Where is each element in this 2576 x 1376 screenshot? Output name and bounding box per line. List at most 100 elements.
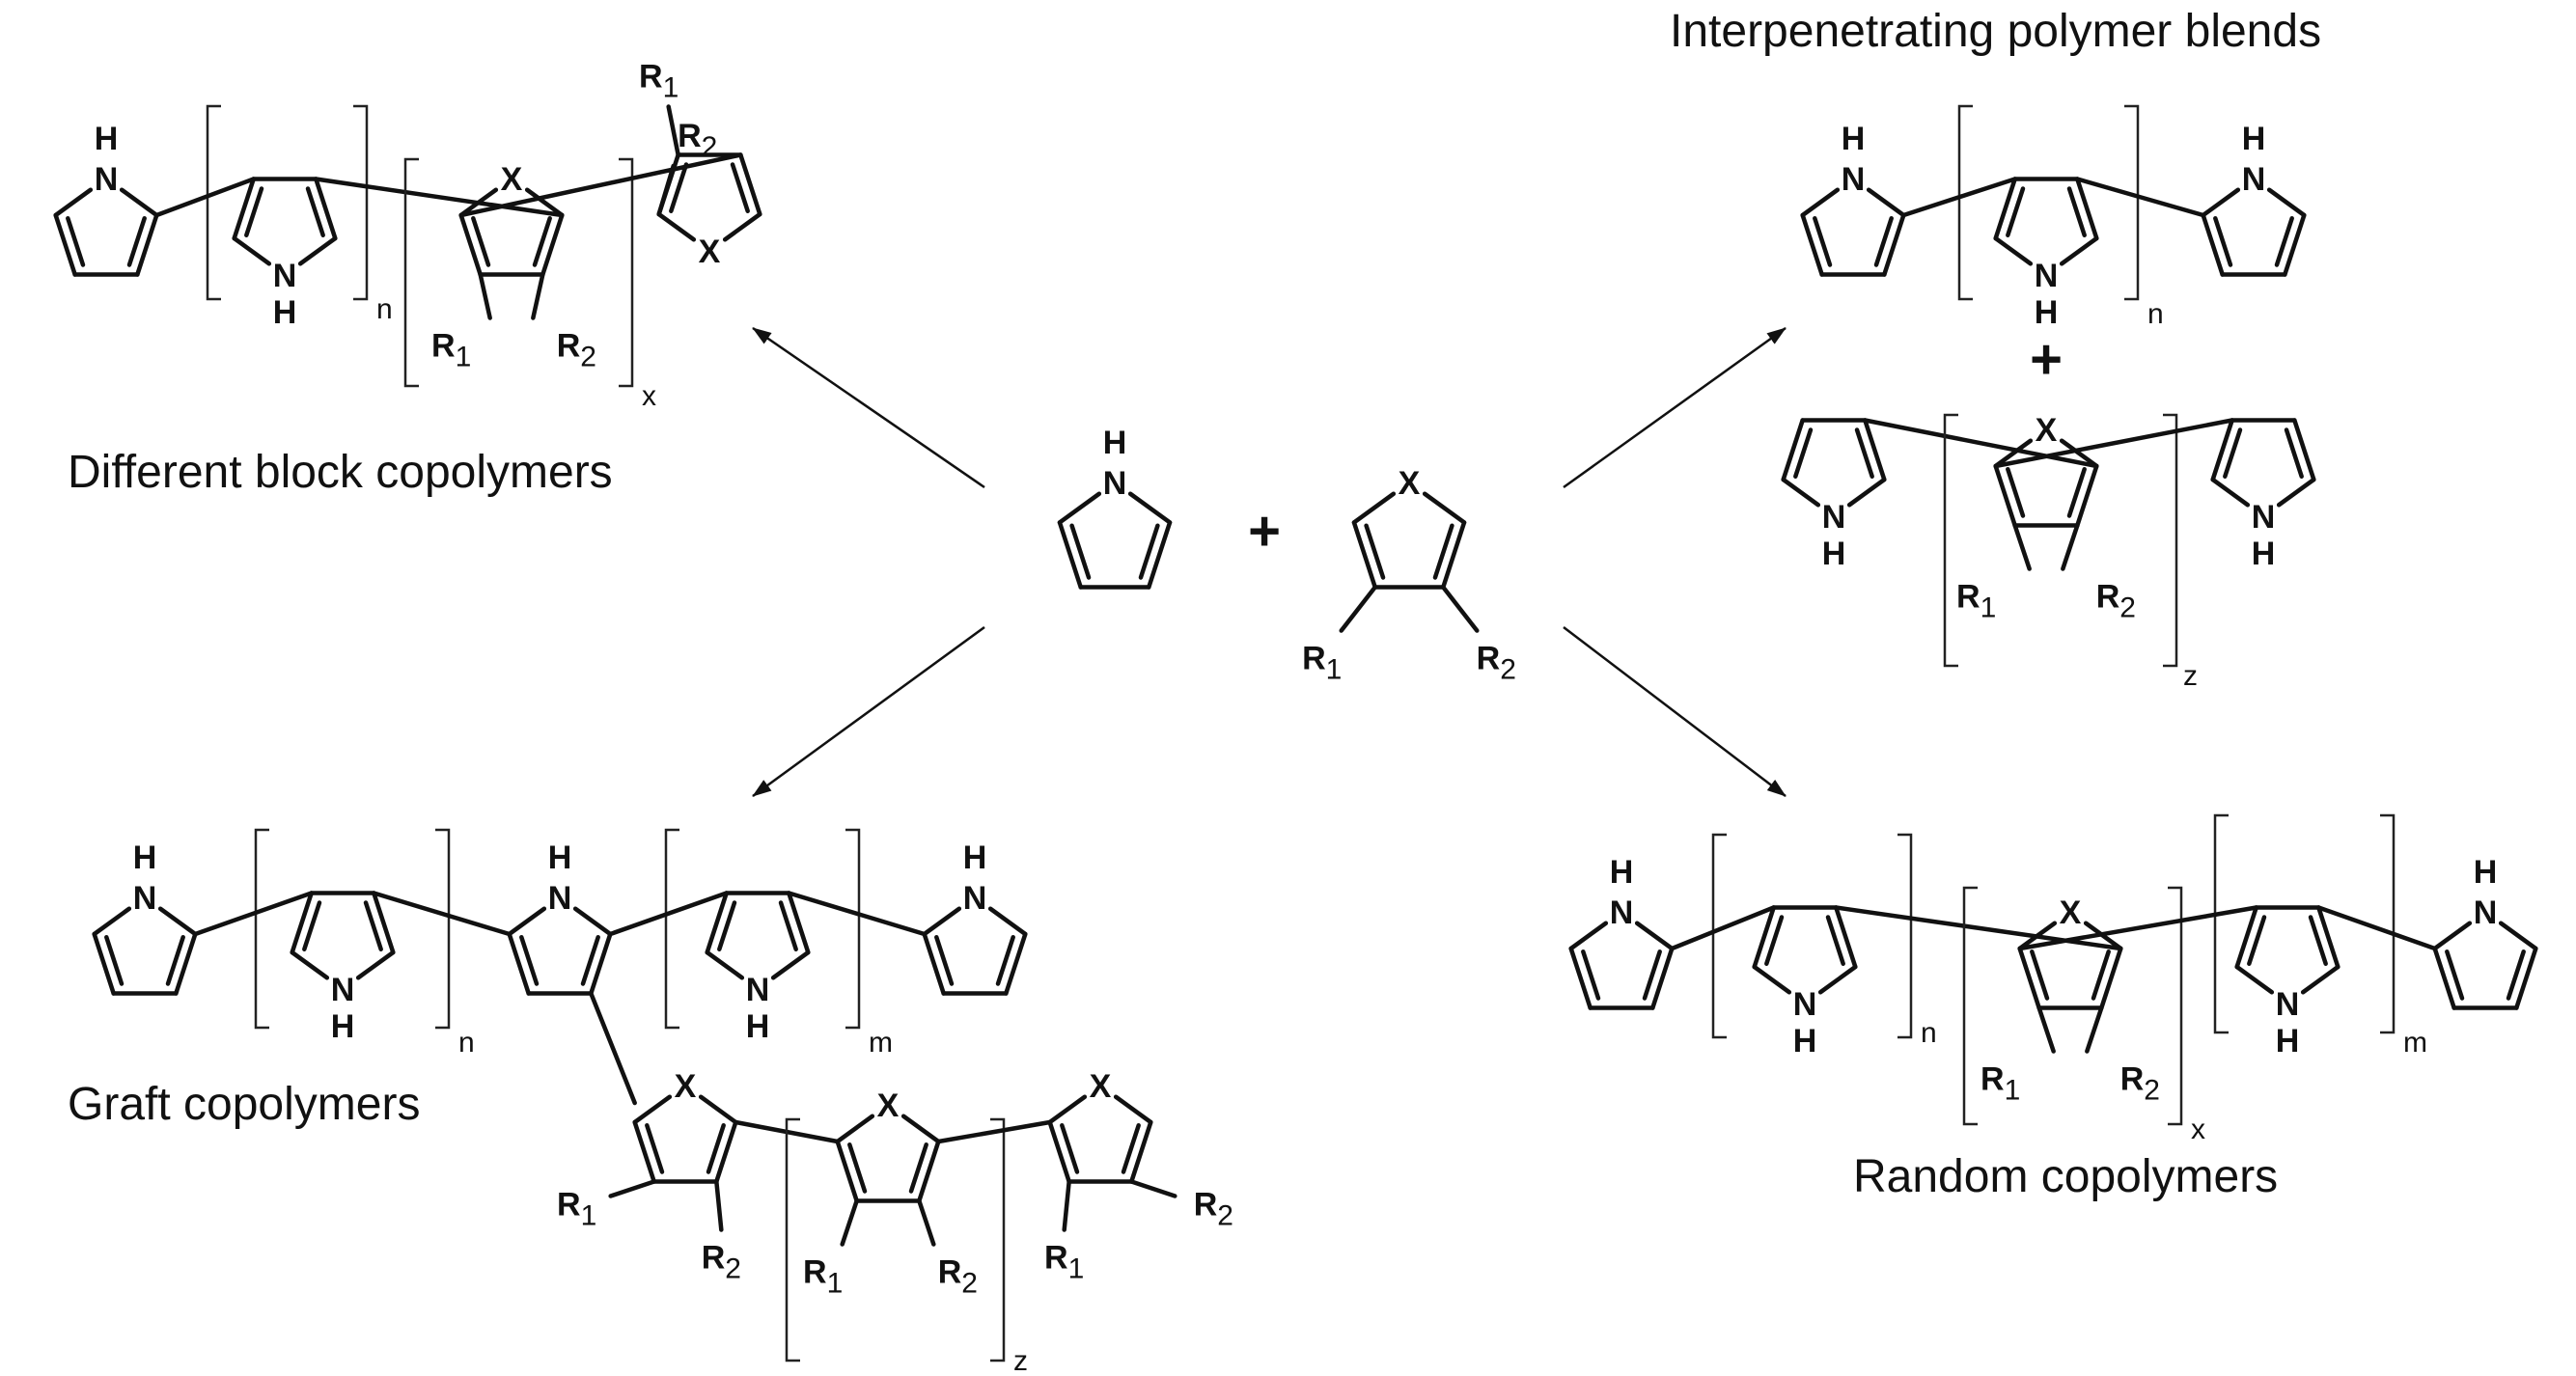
double-bond [165,935,185,986]
substituent-bond [714,1179,724,1232]
ring-bond [232,177,256,241]
hetero-atom: N [963,880,987,917]
ring-bond [900,1114,941,1144]
hydrogen-atom: H [133,839,157,876]
hetero-atom: X [877,1087,900,1124]
ring-bond [1993,235,2034,266]
substituent-bond [1441,585,1480,633]
ring-bond [1752,964,1792,995]
link-bond [2316,905,2437,951]
r2-label: R2 [702,1239,741,1284]
ring-bond [1752,905,1776,970]
bracket-n-right [435,828,451,1030]
pyrrole-monomer: NH [1057,425,1173,590]
pyrrole-end-ring: NH [92,839,198,996]
double-bond [126,216,147,267]
ring-bond [524,187,565,218]
r2-label: R2 [2096,578,2136,623]
bracket-m-right [845,828,861,1030]
hetero-atom: X [2060,894,2082,931]
thiophene-repeat-ring: X [1993,412,2099,528]
ring-bond [1863,418,1887,482]
ring-bond [705,891,729,955]
ring-bond [572,906,613,937]
double-bond [645,1123,665,1174]
ring-bond [698,1094,738,1125]
ring-bond [1834,905,1858,970]
repeat-unit-x: x [2191,1114,2205,1145]
ring-bond [2017,946,2041,1010]
ring-bond [1800,212,1824,277]
pyrrole-end-ring: NH [2432,854,2538,1010]
link-bond [608,891,729,937]
ring-bond [355,949,396,980]
double-bond [532,216,552,267]
hetero-atom: N [1842,161,1866,198]
link-bond [2075,177,2205,218]
double-bond [730,162,750,213]
ring-bond [835,1139,859,1203]
r1-label: R1 [557,1186,596,1231]
arrow-to-block-copolymers [752,326,985,489]
double-bond [1432,523,1454,580]
double-bond [66,216,86,267]
hydrogen-atom: H [746,1008,770,1045]
double-bond [2213,216,2233,267]
bracket-n-left [254,828,269,1030]
pyrrole-end-ring: NH [2201,121,2307,277]
bracket-z-left [1943,413,1958,668]
ring-bond [540,212,565,277]
double-bond [1364,523,1386,580]
ring-bond [53,187,94,218]
ring-bond [1866,187,1906,218]
double-bond [2091,949,2111,1001]
bracket-n-right [353,104,369,301]
repeat-unit-n: n [458,1027,475,1059]
pyrrole-repeat-ring: NH [290,891,396,1045]
ring-bond [2099,946,2123,1010]
r1-label: R1 [1044,1239,1084,1284]
link-bond [193,891,314,937]
ring-bond [1047,1119,1071,1184]
graft-bond [589,991,637,1106]
ring-bond [157,906,198,937]
hetero-atom: N [2242,161,2266,198]
double-bond [908,1142,928,1194]
bracket-n-right [1897,833,1913,1039]
ring-bond [705,949,745,980]
ring-bond [1004,931,1028,996]
pyrrole-repeat-ring: NH [2234,905,2341,1060]
pyrrole-core-ring: NH [507,839,613,996]
repeat-unit-n: n [376,293,393,325]
link-bond [1834,905,2123,951]
double-bond [244,186,264,237]
double-bond [1121,1123,1141,1174]
double-bond [706,1123,726,1174]
pyrrole-repeat-ring: NH [1993,177,2099,331]
ring-bond [1882,212,1906,277]
hetero-atom: X [1399,465,1421,502]
double-bond [2030,949,2050,1001]
ring-bond [2075,177,2099,241]
hetero-atom: X [699,234,721,270]
ring-bond [53,212,77,277]
link-bond [154,177,256,218]
ring-bond [722,211,762,242]
ring-bond [987,906,1028,937]
thiophene-end-ring: X [656,152,762,270]
pyrrole-repeat-ring: NH [1752,905,1858,1060]
thiophene-graft-ring: X [632,1068,738,1184]
ring-bond [232,235,272,266]
double-bond [1793,427,1814,479]
link-bond [1863,418,2099,469]
double-bond [2006,467,2026,518]
r1-label: R1 [431,327,471,372]
ring-bond [1568,946,1593,1010]
ring-bond [2075,463,2099,528]
hydrogen-atom: H [2252,536,2276,572]
double-bond [305,186,325,237]
double-bond [2274,216,2294,267]
substituent-bond [608,1179,656,1198]
caption-random-copolymers: Random copolymers [1853,1151,2278,1202]
double-bond [1813,216,1833,267]
